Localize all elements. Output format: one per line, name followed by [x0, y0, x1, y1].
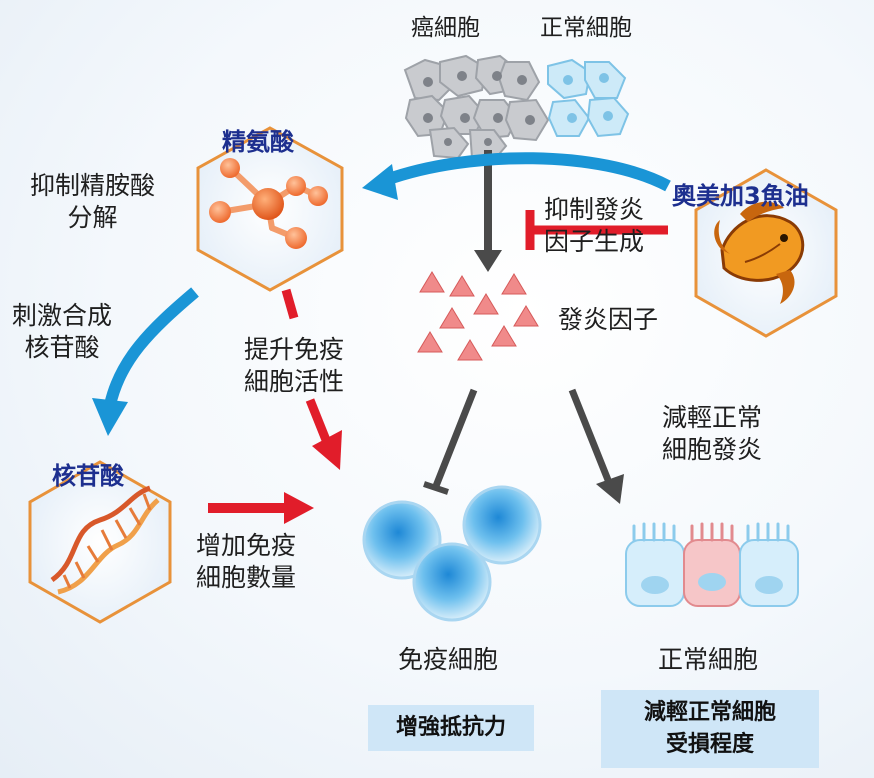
label-inhibit-inflammation: 抑制發炎 因子生成 — [544, 195, 645, 256]
immune-cells-illustration — [362, 485, 542, 622]
label-normal-cells-bottom: 正常細胞 — [658, 645, 759, 674]
result-enhance-resistance: 增強抵抗力 — [368, 705, 534, 751]
label-immune-cells: 免疫細胞 — [398, 645, 499, 674]
title-arginine: 精氨酸 — [222, 128, 294, 156]
hexagon-nucleotide — [28, 460, 172, 624]
label-reduce-inflammation: 減輕正常 細胞發炎 — [662, 403, 763, 464]
inhibit-inflammation-bar — [525, 210, 668, 250]
title-omega3: 奧美加3魚油 — [672, 182, 809, 210]
title-nucleotide: 核苷酸 — [52, 462, 124, 490]
label-normal-cells-top: 正常細胞 — [540, 15, 632, 41]
label-inhibit-arginase: 抑制精胺酸 分解 — [30, 171, 156, 232]
arrow-omega3-to-arginine — [362, 152, 671, 200]
label-increase-count: 增加免疫 細胞數量 — [196, 531, 297, 592]
arrow-cells-to-factors — [474, 150, 502, 272]
result-reduce-damage: 減輕正常細胞 受損程度 — [601, 690, 819, 768]
inhibit-factors-to-immune — [423, 388, 478, 495]
normal-cells-illustration — [625, 522, 799, 607]
arrow-nucleotide-to-immune — [208, 492, 314, 524]
fish-icon — [714, 201, 805, 304]
label-stimulate-nucleotide: 刺激合成 核苷酸 — [12, 301, 113, 362]
arrow-factors-to-normal — [568, 388, 624, 504]
arrow-arginine-to-nucleotide — [92, 287, 199, 436]
arrow-arginine-to-immune — [281, 288, 342, 470]
label-cancer-cells: 癌細胞 — [411, 15, 480, 41]
arrows — [92, 150, 671, 524]
inflammatory-factor-triangles — [417, 271, 539, 361]
label-inflammatory-factors: 發炎因子 — [558, 305, 659, 334]
cell-cluster-illustration — [403, 54, 630, 162]
dna-icon — [50, 485, 160, 595]
molecule-icon — [209, 158, 328, 249]
label-boost-activity: 提升免疫 細胞活性 — [244, 335, 345, 396]
